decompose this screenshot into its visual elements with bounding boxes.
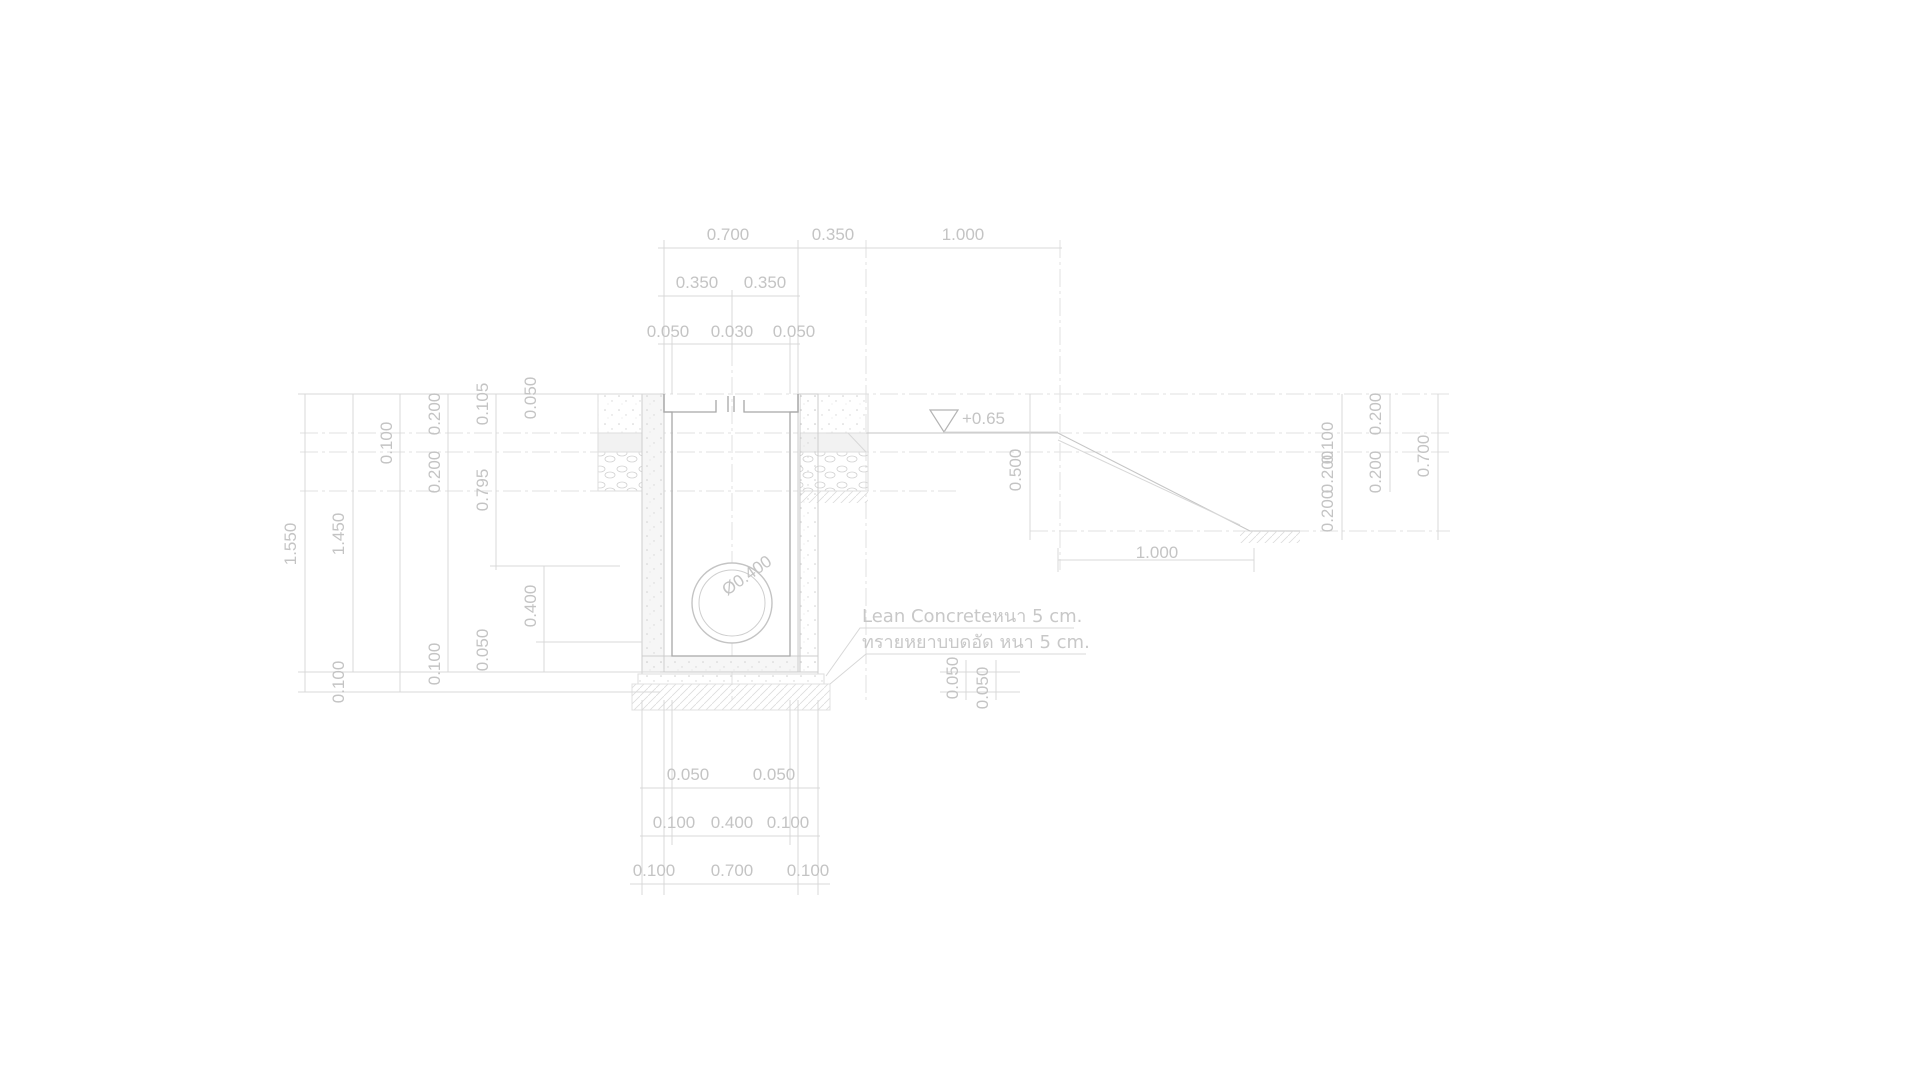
- material-notes: Lean Concreteหนา 5 cm. ทรายหยาบบดอัด หนา…: [862, 606, 1090, 653]
- ground-profile: [826, 432, 1300, 543]
- elevation-triangle-icon: [928, 409, 960, 434]
- dim-top-1000: 1.000: [942, 225, 985, 244]
- dim-left-0105: 0.105: [473, 383, 492, 426]
- dim-left-0400: 0.400: [521, 585, 540, 628]
- left-dimensions: 1.550 1.450 0.100 0.200 0.200 0.105 0.05…: [281, 377, 540, 704]
- dim-left-0050-top: 0.050: [521, 377, 540, 420]
- dim-top-0030: 0.030: [711, 322, 754, 341]
- dim-top-0700: 0.700: [707, 225, 750, 244]
- dim-bottom-0100-right: 0.100: [767, 813, 810, 832]
- dim-right-0200-c: 0.200: [1366, 393, 1385, 436]
- drain-pipe: [691, 562, 773, 644]
- dim-right-bottom-1000: 1.000: [1136, 543, 1179, 562]
- dim-left-0200-a: 0.200: [425, 393, 444, 436]
- dim-left-1550: 1.550: [281, 523, 300, 566]
- dim-right-0500: 0.500: [1006, 449, 1025, 492]
- dim-bottom-0700: 0.700: [711, 861, 754, 880]
- dim-base-0050-a: 0.050: [943, 657, 962, 700]
- top-dimensions: 0.700 0.350 1.000 0.350 0.350 0.050 0.03…: [647, 225, 985, 341]
- dim-bottom-0100-far-right: 0.100: [787, 861, 830, 880]
- right-dimensions: 0.500 0.100 0.200 0.200 0.200 0.200 0.70…: [1006, 393, 1433, 562]
- dim-top-0350: 0.350: [812, 225, 855, 244]
- note-compacted-sand: ทรายหยาบบดอัด หนา 5 cm.: [862, 632, 1090, 653]
- dim-left-0050-bottom: 0.050: [473, 629, 492, 672]
- pavement-layers: [597, 393, 869, 503]
- dim-bottom-0050-right: 0.050: [753, 765, 796, 784]
- base-dimensions: 0.050 0.050: [943, 657, 992, 710]
- dim-bottom-0100-left: 0.100: [653, 813, 696, 832]
- dim-left-0100-a: 0.100: [377, 422, 396, 465]
- dim-right-0100: 0.100: [1318, 422, 1337, 465]
- dim-right-0200-a: 0.200: [1318, 451, 1337, 494]
- dim-right-0200-d: 0.200: [1366, 451, 1385, 494]
- dim-left-0100-c: 0.100: [329, 661, 348, 704]
- note-lean-concrete: Lean Concreteหนา 5 cm.: [862, 606, 1082, 627]
- dim-bottom-0050-left: 0.050: [667, 765, 710, 784]
- dim-top-0350-right: 0.350: [744, 273, 787, 292]
- dim-right-0200-b: 0.200: [1318, 490, 1337, 533]
- dim-left-0200-b: 0.200: [425, 451, 444, 494]
- dim-right-0700: 0.700: [1414, 435, 1433, 478]
- base-layers: [631, 673, 831, 711]
- elevation-label: +0.65: [962, 409, 1005, 428]
- dim-left-1450: 1.450: [329, 513, 348, 556]
- dim-bottom-0400: 0.400: [711, 813, 754, 832]
- bottom-dimensions: 0.050 0.050 0.100 0.400 0.100 0.100 0.70…: [633, 765, 830, 880]
- dim-bottom-0100-far-left: 0.100: [633, 861, 676, 880]
- dim-left-0100-b: 0.100: [425, 643, 444, 686]
- elevation-marker: +0.65: [928, 409, 1058, 434]
- dim-top-0050-right: 0.050: [773, 322, 816, 341]
- dim-top-0350-left: 0.350: [676, 273, 719, 292]
- dim-top-0050-left: 0.050: [647, 322, 690, 341]
- dim-left-0795: 0.795: [473, 469, 492, 512]
- dim-base-0050-b: 0.050: [973, 667, 992, 710]
- dimension-lines: [298, 240, 1439, 895]
